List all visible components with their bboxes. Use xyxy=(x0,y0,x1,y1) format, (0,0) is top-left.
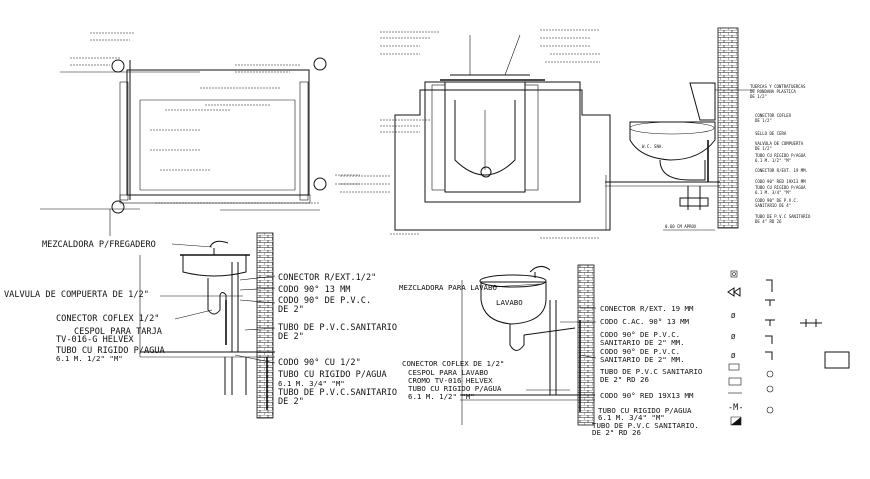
sink-title: MEZCALDORA P/FREGADERO xyxy=(42,240,156,250)
wc-fixture-label: W.C. SNA. xyxy=(642,144,664,149)
lavabo-tubo-cu-label-2: 6.1 M. 1/2" "M" xyxy=(408,392,475,401)
diameter-symbol-3-icon: Ø xyxy=(731,351,736,360)
drain-symbol-2-icon xyxy=(766,406,774,414)
lavabo-cespol-label: CESPOL PARA LAVABO xyxy=(408,368,489,377)
wc-tuercas-label-3: DE 1/2" xyxy=(750,94,767,99)
sink-codo-90-label: CODO 90° 13 MM xyxy=(278,285,350,295)
wc-section-drawing: W.C. SNA. xyxy=(605,27,755,231)
wc-valve-label: VALVULA DE COMPUERTA xyxy=(755,141,804,146)
wc-tubo-pvc-label-2: DE 4" RD 26 xyxy=(755,219,782,224)
wc-coflex-label: CONECTOR COFLEX xyxy=(755,113,792,118)
elbow-fitting-2-icon xyxy=(765,335,773,344)
drain-symbol-icon xyxy=(766,385,774,393)
sink-con-ext-label: CONECTOR R/EXT.1/2" xyxy=(278,273,376,283)
wc-con-ext-label: CONECTOR R/EXT. 19 MM. xyxy=(755,168,808,173)
coupling-symbol-icon xyxy=(800,319,822,327)
lavabo-codo-pvc-label-3: CODO 90° DE P.V.C. xyxy=(600,347,680,356)
lavabo-codo-pvc-label-4: SANITARIO DE 2" MM. xyxy=(600,355,685,364)
sink-codo-pvc-label-2: DE 2" xyxy=(278,305,304,315)
meter-m-symbol-icon: -M- xyxy=(728,403,744,413)
lavabo-cespol-label-2: CROMO TV-016 HELVEX xyxy=(408,376,493,385)
cleanout-symbol-icon xyxy=(766,370,774,378)
wc-tubo-cu-label: TUBO CU RIGIDO P/AGUA xyxy=(755,153,806,158)
lavabo-basin-label: LAVABO xyxy=(496,298,523,307)
wc-dimension-label: 0.60 CM APROX xyxy=(665,224,697,229)
wc-tubo-cu34-label: TUBO CU RIGIDO P/AGUA xyxy=(755,185,806,190)
wc-cera-label: SELLO DE CERA xyxy=(755,131,787,136)
sink-tubo-cu34-label: TUBO CU RIGIDO P/AGUA xyxy=(278,370,387,380)
sink-coflex-label: CONECTOR COFLEX 1/2" xyxy=(56,314,159,324)
lavabo-tubo-pvc-label-2: DE 2" RD 26 xyxy=(600,375,649,384)
sink-tubo-cu-label-2: 6.1 M. 1/2" "M" xyxy=(56,354,123,363)
lavabo-title: MEZCLADORA PARA LAVABO xyxy=(399,283,497,292)
valve-symbol-icon xyxy=(727,287,741,297)
lavabo-codo-cac-label: CODO C.AC. 90° 13 MM xyxy=(600,317,690,326)
lavabo-tubo-cu34-label-2: 6.1 M. 3/4" "M" xyxy=(598,413,665,422)
sink-tubo-pvc-b-label-2: DE 2" xyxy=(278,397,304,407)
wc-codo-red-label: CODO 90° RED 19X13 MM xyxy=(755,179,806,184)
lavabo-codo-pvc-label: CODO 90° DE P.V.C. xyxy=(600,330,680,339)
sink-cespol-label-2: TV-016-G HELVEX xyxy=(56,335,134,345)
wc-codo-pvc-label-2: SANITARIO DE 4" xyxy=(755,203,791,208)
diameter-symbol-2-icon: Ø xyxy=(731,332,736,341)
sink-codo-cu-label: CODO 90° CU 1/2" xyxy=(278,358,361,368)
tank-section-drawing xyxy=(40,32,390,236)
box-symbol-icon xyxy=(728,363,740,371)
lavabo-labels: MEZCLADORA PARA LAVABO CONECTOR COFLEX D… xyxy=(399,283,703,437)
sink-tubo-pvc-label-2: DE 2" xyxy=(278,332,304,342)
elbow-fitting-3-icon xyxy=(765,351,773,360)
wc-tubo-cu-label-2: 6.1 M. 1/2" "M" xyxy=(755,158,791,163)
lavabo-tubo-pvc-b-label: TUBO DE P.V.C SANITARIO. xyxy=(592,421,699,430)
wc-labels: TUERCAS Y CONTRATUERCAS DE RONDANA PLAST… xyxy=(665,84,811,229)
wc-codo-pvc-label: CODO 90° DE P.V.C. xyxy=(755,198,798,203)
diameter-symbol-icon: Ø xyxy=(731,311,736,320)
lavabo-tubo-cu34-label: TUBO CU RIGIDO P/AGUA xyxy=(598,406,692,415)
lavabo-tubo-cu-label: TUBO CU RIGIDO P/AGUA xyxy=(408,384,502,393)
wc-tuercas-label: TUERCAS Y CONTRATUERCAS xyxy=(750,84,806,89)
elbow-fitting-icon xyxy=(766,279,773,292)
wc-tubo-cu34-label-2: 6.1 M. 3/4" "M" xyxy=(755,190,791,195)
sink-tubo-pvc-b-label: TUBO DE P.V.C.SANITARIO xyxy=(278,388,397,398)
sink-cespol-label: CESPOL PARA TARJA xyxy=(74,327,163,337)
wc-tubo-pvc-label: TUBO DE P.V.C SANITARIO xyxy=(755,214,811,219)
tee-fitting-2-icon xyxy=(765,319,775,326)
lavabo-con-ext-label: CONECTOR R/EXT. 19 MM xyxy=(600,304,694,313)
lavabo-coflex-label: CONECTOR COFLEX DE 1/2" xyxy=(402,359,504,368)
sink-codo-pvc-label: CODO 90° DE P.V.C. xyxy=(278,296,371,306)
wc-coflex-label-2: DE 1/2" xyxy=(755,118,772,123)
sink-labels: MEZCALDORA P/FREGADERO VALVULA DE COMPUE… xyxy=(4,240,397,407)
sink-section-drawing xyxy=(139,232,276,419)
sink-tubo-pvc-label: TUBO DE P.V.C.SANITARIO xyxy=(278,323,397,333)
fixture-symbol-icon xyxy=(730,270,738,278)
lavabo-tubo-pvc-b-label-2: DE 2" RD 26 xyxy=(592,428,641,437)
symbol-legend: Ø Ø Ø -M- xyxy=(727,270,850,426)
lavabo-codo-red-label: CODO 90° RED 19X13 MM xyxy=(600,391,694,400)
sink-tubo-cu-label: TUBO CU RIGIDO P/AGUA xyxy=(56,346,165,356)
lavabo-section-drawing: LAVABO xyxy=(460,264,597,426)
sink-valve-label: VALVULA DE COMPUERTA DE 1/2" xyxy=(4,290,149,300)
tee-fitting-icon xyxy=(765,299,775,306)
lavabo-tubo-pvc-label: TUBO DE P.V.C SANITARIO xyxy=(600,367,703,376)
lavabo-codo-pvc-label-2: SANITARIO DE 2" MM. xyxy=(600,338,685,347)
wc-tuercas-label-2: DE RONDANA PLASTICA xyxy=(750,89,796,94)
registro-section-drawing xyxy=(340,29,611,239)
cistern-symbol-icon xyxy=(824,351,850,369)
meter-symbol-icon xyxy=(728,377,742,386)
wc-valve-label-2: DE 1/2" xyxy=(755,146,772,151)
sink-tubo-cu34-label-2: 6.1 M. 3/4" "M" xyxy=(278,379,345,388)
